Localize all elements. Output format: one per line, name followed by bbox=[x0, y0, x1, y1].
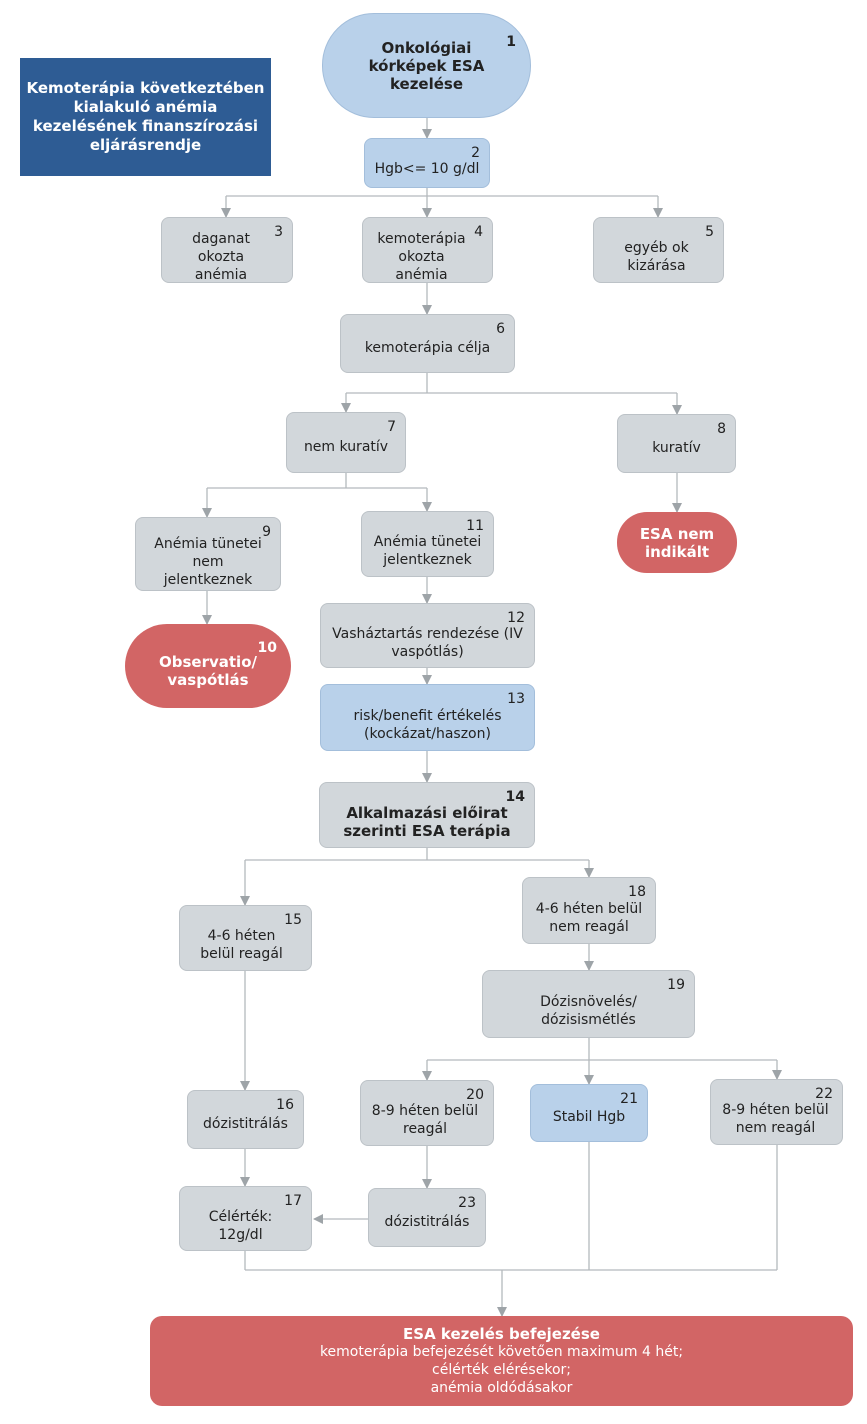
node-number: 16 bbox=[276, 1097, 294, 1113]
node-label: kemoterápia célja bbox=[364, 339, 491, 356]
node-10-observation: 10 Observatio/ vaspótlás bbox=[125, 624, 291, 708]
node-22-no-response-8-9-weeks: 22 8-9 héten belül nem reagál bbox=[710, 1079, 843, 1145]
node-label: risk/benefit értékelés (kockázat/haszon) bbox=[353, 707, 502, 742]
node-11-symptoms-present: 11 Anémia tünetei jelentkeznek bbox=[361, 511, 494, 577]
node-label: Célérték: 12g/dl bbox=[208, 1208, 273, 1243]
node-label: Anémia tünetei nem jelentkeznek bbox=[154, 536, 262, 588]
node-number: 1 bbox=[506, 34, 516, 50]
node-17-target-value: 17 Célérték: 12g/dl bbox=[179, 1186, 312, 1251]
node-number: 12 bbox=[507, 610, 525, 626]
node-label: 4-6 héten belül nem reagál bbox=[535, 900, 643, 935]
node-number: 21 bbox=[620, 1091, 638, 1107]
node-label: egyéb ok kizárása bbox=[624, 240, 689, 274]
node-label: Onkológiai kórképek ESA kezelése bbox=[368, 38, 485, 93]
node-label: daganat okozta anémia bbox=[192, 231, 250, 283]
node-7-non-curative: 7 nem kuratív bbox=[286, 412, 406, 473]
node-label: 8-9 héten belül reagál bbox=[371, 1103, 479, 1137]
node-esa-treatment-end: ESA kezelés befejezése kemoterápia befej… bbox=[150, 1316, 853, 1406]
node-number: 6 bbox=[496, 321, 505, 337]
node-number: 18 bbox=[628, 884, 646, 900]
node-number: 3 bbox=[274, 224, 283, 240]
node-number: 23 bbox=[458, 1195, 476, 1211]
node-number: 20 bbox=[466, 1087, 484, 1103]
node-label: dózistitrálás bbox=[384, 1213, 470, 1230]
node-label: Alkalmazási előirat szerinti ESA terápia bbox=[343, 804, 511, 840]
node-label: Vasháztartás rendezése (IV vaspótlás) bbox=[332, 625, 523, 660]
node-20-responds-8-9-weeks: 20 8-9 héten belül reagál bbox=[360, 1080, 494, 1146]
node-number: 19 bbox=[667, 977, 685, 993]
node-23-dose-titration: 23 dózistitrálás bbox=[368, 1188, 486, 1247]
node-label: 4-6 héten belül reagál bbox=[200, 928, 283, 962]
diagram-title-text: Kemoterápia következtében kialakuló aném… bbox=[26, 79, 265, 154]
node-number: 22 bbox=[815, 1086, 833, 1102]
node-16-dose-titration: 16 dózistitrálás bbox=[187, 1090, 304, 1149]
node-number: 17 bbox=[284, 1193, 302, 1209]
node-18-no-response-4-6-weeks: 18 4-6 héten belül nem reagál bbox=[522, 877, 656, 944]
final-line: célérték elérésekor; bbox=[432, 1362, 571, 1378]
node-label: Anémia tünetei jelentkeznek bbox=[373, 534, 482, 568]
final-title: ESA kezelés befejezése bbox=[403, 1325, 600, 1343]
node-number: 10 bbox=[257, 640, 277, 656]
node-label: ESA nem indikált bbox=[639, 524, 715, 561]
node-number: 8 bbox=[717, 421, 726, 437]
final-line: anémia oldódásakor bbox=[430, 1380, 573, 1396]
node-5-exclude-other-cause: 5 egyéb ok kizárása bbox=[593, 217, 724, 283]
node-label: Hgb<= 10 g/dl bbox=[374, 161, 480, 177]
node-14-esa-therapy: 14 Alkalmazási előirat szerinti ESA terá… bbox=[319, 782, 535, 848]
diagram-title: Kemoterápia következtében kialakuló aném… bbox=[20, 58, 271, 176]
node-4-chemo-anemia: 4 kemoterápia okozta anémia bbox=[362, 217, 493, 283]
node-13-risk-benefit: 13 risk/benefit értékelés (kockázat/hasz… bbox=[320, 684, 535, 751]
node-label: dózistitrálás bbox=[203, 1115, 288, 1132]
node-number: 15 bbox=[284, 912, 302, 928]
node-3-tumor-anemia: 3 daganat okozta anémia bbox=[161, 217, 293, 283]
node-21-stable-hgb: 21 Stabil Hgb bbox=[530, 1084, 648, 1142]
node-1-oncology-esa: 1 Onkológiai kórképek ESA kezelése bbox=[322, 13, 531, 118]
node-6-chemo-goal: 6 kemoterápia célja bbox=[340, 314, 515, 373]
node-label: kuratív bbox=[652, 439, 701, 456]
node-number: 11 bbox=[466, 518, 484, 534]
node-9-no-symptoms: 9 Anémia tünetei nem jelentkeznek bbox=[135, 517, 281, 591]
node-number: 9 bbox=[262, 524, 271, 540]
node-label: 8-9 héten belül nem reagál bbox=[722, 1102, 829, 1136]
node-12-iron-management: 12 Vasháztartás rendezése (IV vaspótlás) bbox=[320, 603, 535, 668]
node-2-hgb-threshold: 2 Hgb<= 10 g/dl bbox=[364, 138, 490, 188]
node-number: 5 bbox=[705, 224, 714, 240]
node-label: Stabil Hgb bbox=[552, 1109, 626, 1125]
node-label: Observatio/ vaspótlás bbox=[159, 653, 257, 689]
node-number: 2 bbox=[471, 145, 480, 161]
node-number: 7 bbox=[387, 419, 396, 435]
node-esa-not-indicated: ESA nem indikált bbox=[617, 512, 737, 573]
node-label: nem kuratív bbox=[303, 438, 389, 455]
node-number: 14 bbox=[505, 789, 525, 805]
node-19-dose-increase: 19 Dózisnövelés/ dózisismétlés bbox=[482, 970, 695, 1038]
node-label: Dózisnövelés/ dózisismétlés bbox=[540, 994, 637, 1028]
node-label: kemoterápia okozta anémia bbox=[377, 231, 466, 283]
node-15-responds-4-6-weeks: 15 4-6 héten belül reagál bbox=[179, 905, 312, 971]
final-line: kemoterápia befejezését követően maximum… bbox=[319, 1344, 684, 1360]
node-number: 4 bbox=[474, 224, 483, 240]
node-number: 13 bbox=[507, 691, 525, 707]
node-8-curative: 8 kuratív bbox=[617, 414, 736, 473]
